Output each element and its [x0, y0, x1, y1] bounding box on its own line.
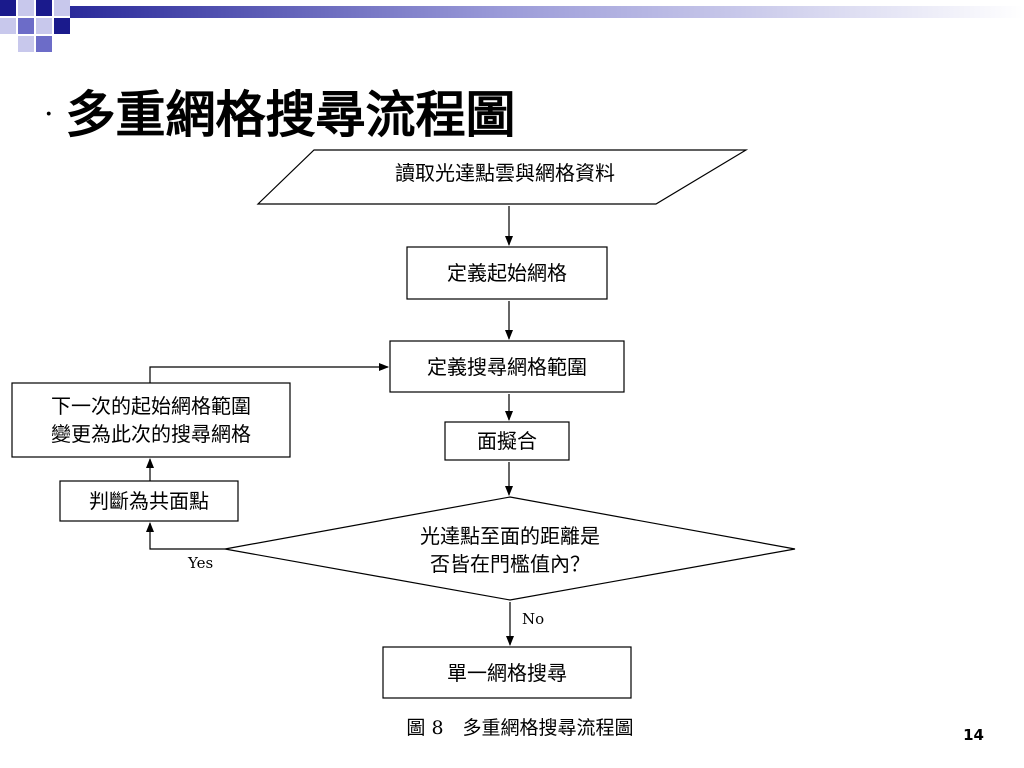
next-range-box	[11, 382, 291, 458]
threshold-decision-diamond	[224, 496, 796, 601]
read-data-parallelogram	[256, 149, 749, 205]
figure-caption: 圖 8 多重網格搜尋流程圖	[406, 717, 634, 739]
corner-squares-decoration	[0, 0, 70, 52]
define-search-range-label: 定義搜尋網格範圍	[427, 354, 587, 379]
coplanar-points-box	[59, 480, 239, 522]
yes-edge-label: Yes	[188, 554, 214, 572]
no-edge-label: No	[522, 610, 545, 628]
read-data-label: 讀取光達點雲與網格資料	[395, 161, 615, 185]
title-text: 多重網格搜尋流程圖	[65, 86, 516, 144]
threshold-check-label: 光達點至面的距離是 否皆在門檻值內？	[420, 524, 600, 576]
slide-title: · 多重網格搜尋流程圖	[44, 80, 516, 150]
surface-fit-box	[444, 421, 570, 461]
title-bullet: ·	[44, 97, 54, 132]
coplanar-points-label: 判斷為共面點	[89, 489, 209, 513]
single-grid-search-label: 單一網格搜尋	[447, 660, 567, 685]
single-grid-search-box	[382, 646, 632, 699]
define-start-grid-box	[406, 246, 608, 300]
top-gradient-band	[70, 6, 1024, 18]
page-number: 14	[963, 726, 984, 744]
connector-next-to-search	[149, 363, 389, 383]
next-range-label: 下一次的起始網格範圍 變更為此次的搜尋網格	[51, 394, 251, 446]
connector-yes-to-coplanar	[146, 522, 225, 550]
define-start-grid-label: 定義起始網格	[447, 261, 567, 285]
surface-fit-label: 面擬合	[477, 429, 537, 453]
top-decoration-bar	[0, 0, 1024, 52]
define-search-range-box	[389, 340, 625, 393]
